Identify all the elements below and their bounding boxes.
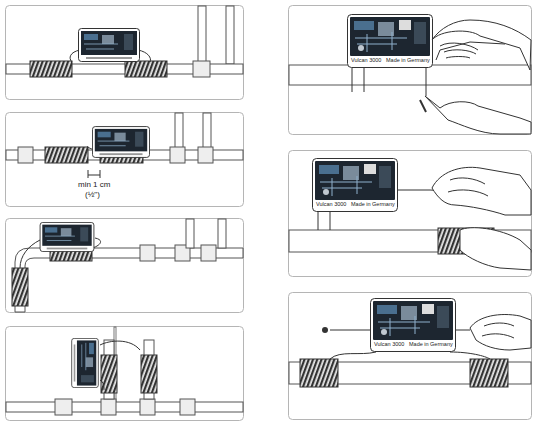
- dimension-label: (½"): [85, 191, 100, 199]
- device-label: Made in Germany: [409, 342, 453, 348]
- device-label: Vulcan 3000: [316, 202, 346, 208]
- dimension-label: min 1 cm: [78, 181, 110, 189]
- device-label: Vulcan 3000: [374, 342, 404, 348]
- device-label: Made in Germany: [351, 202, 395, 208]
- device-label: Vulcan 3000: [351, 58, 381, 64]
- device-label: Made in Germany: [386, 58, 430, 64]
